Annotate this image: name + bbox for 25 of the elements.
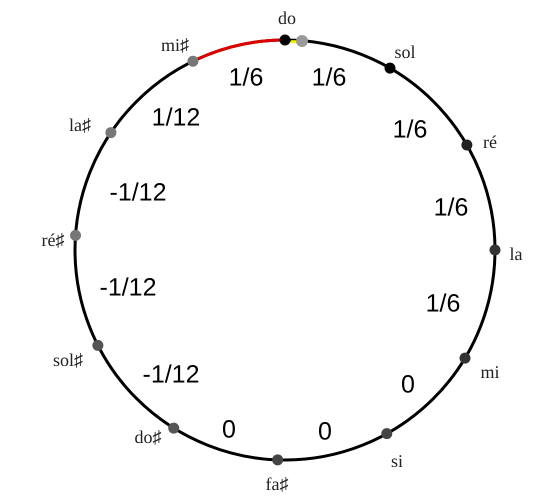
fraction-label: 1/6 <box>392 118 428 142</box>
fraction-label: -1/12 <box>110 180 166 206</box>
fraction-label: -1/12 <box>142 362 200 388</box>
note-label: mi <box>480 363 500 381</box>
note-label: la <box>510 245 522 263</box>
fraction-label: -1/12 <box>100 276 156 300</box>
fraction-label: 1/6 <box>312 66 346 90</box>
note-label: ré♯ <box>42 231 64 249</box>
note-label: do♯ <box>134 428 162 446</box>
note-label: mi♯ <box>161 36 189 54</box>
note-label: sol♯ <box>53 351 83 369</box>
dot-marker <box>296 34 308 47</box>
fraction-label: 0 <box>222 418 236 442</box>
note-label: sol <box>394 43 416 61</box>
fraction-label: 1/6 <box>228 66 264 90</box>
note-label: fa♯ <box>266 475 288 493</box>
fraction-label: 1/6 <box>434 196 468 220</box>
note-label: la♯ <box>69 116 91 134</box>
note-label: si <box>391 452 403 470</box>
note-label: ré <box>483 133 497 151</box>
fraction-label: 0 <box>318 420 332 444</box>
fraction-label: 1/6 <box>426 292 460 316</box>
fraction-label: 1/12 <box>152 106 200 130</box>
fraction-label: 0 <box>401 372 415 398</box>
note-label: do <box>278 9 296 27</box>
